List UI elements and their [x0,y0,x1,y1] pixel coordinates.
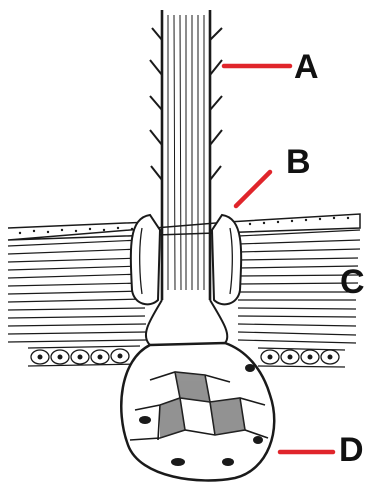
label-b: B [286,145,311,179]
label-c: C [340,265,365,299]
label-d: D [339,433,364,467]
pointer-b [236,172,270,206]
label-a: A [294,50,319,84]
hair-bulb [121,343,274,480]
